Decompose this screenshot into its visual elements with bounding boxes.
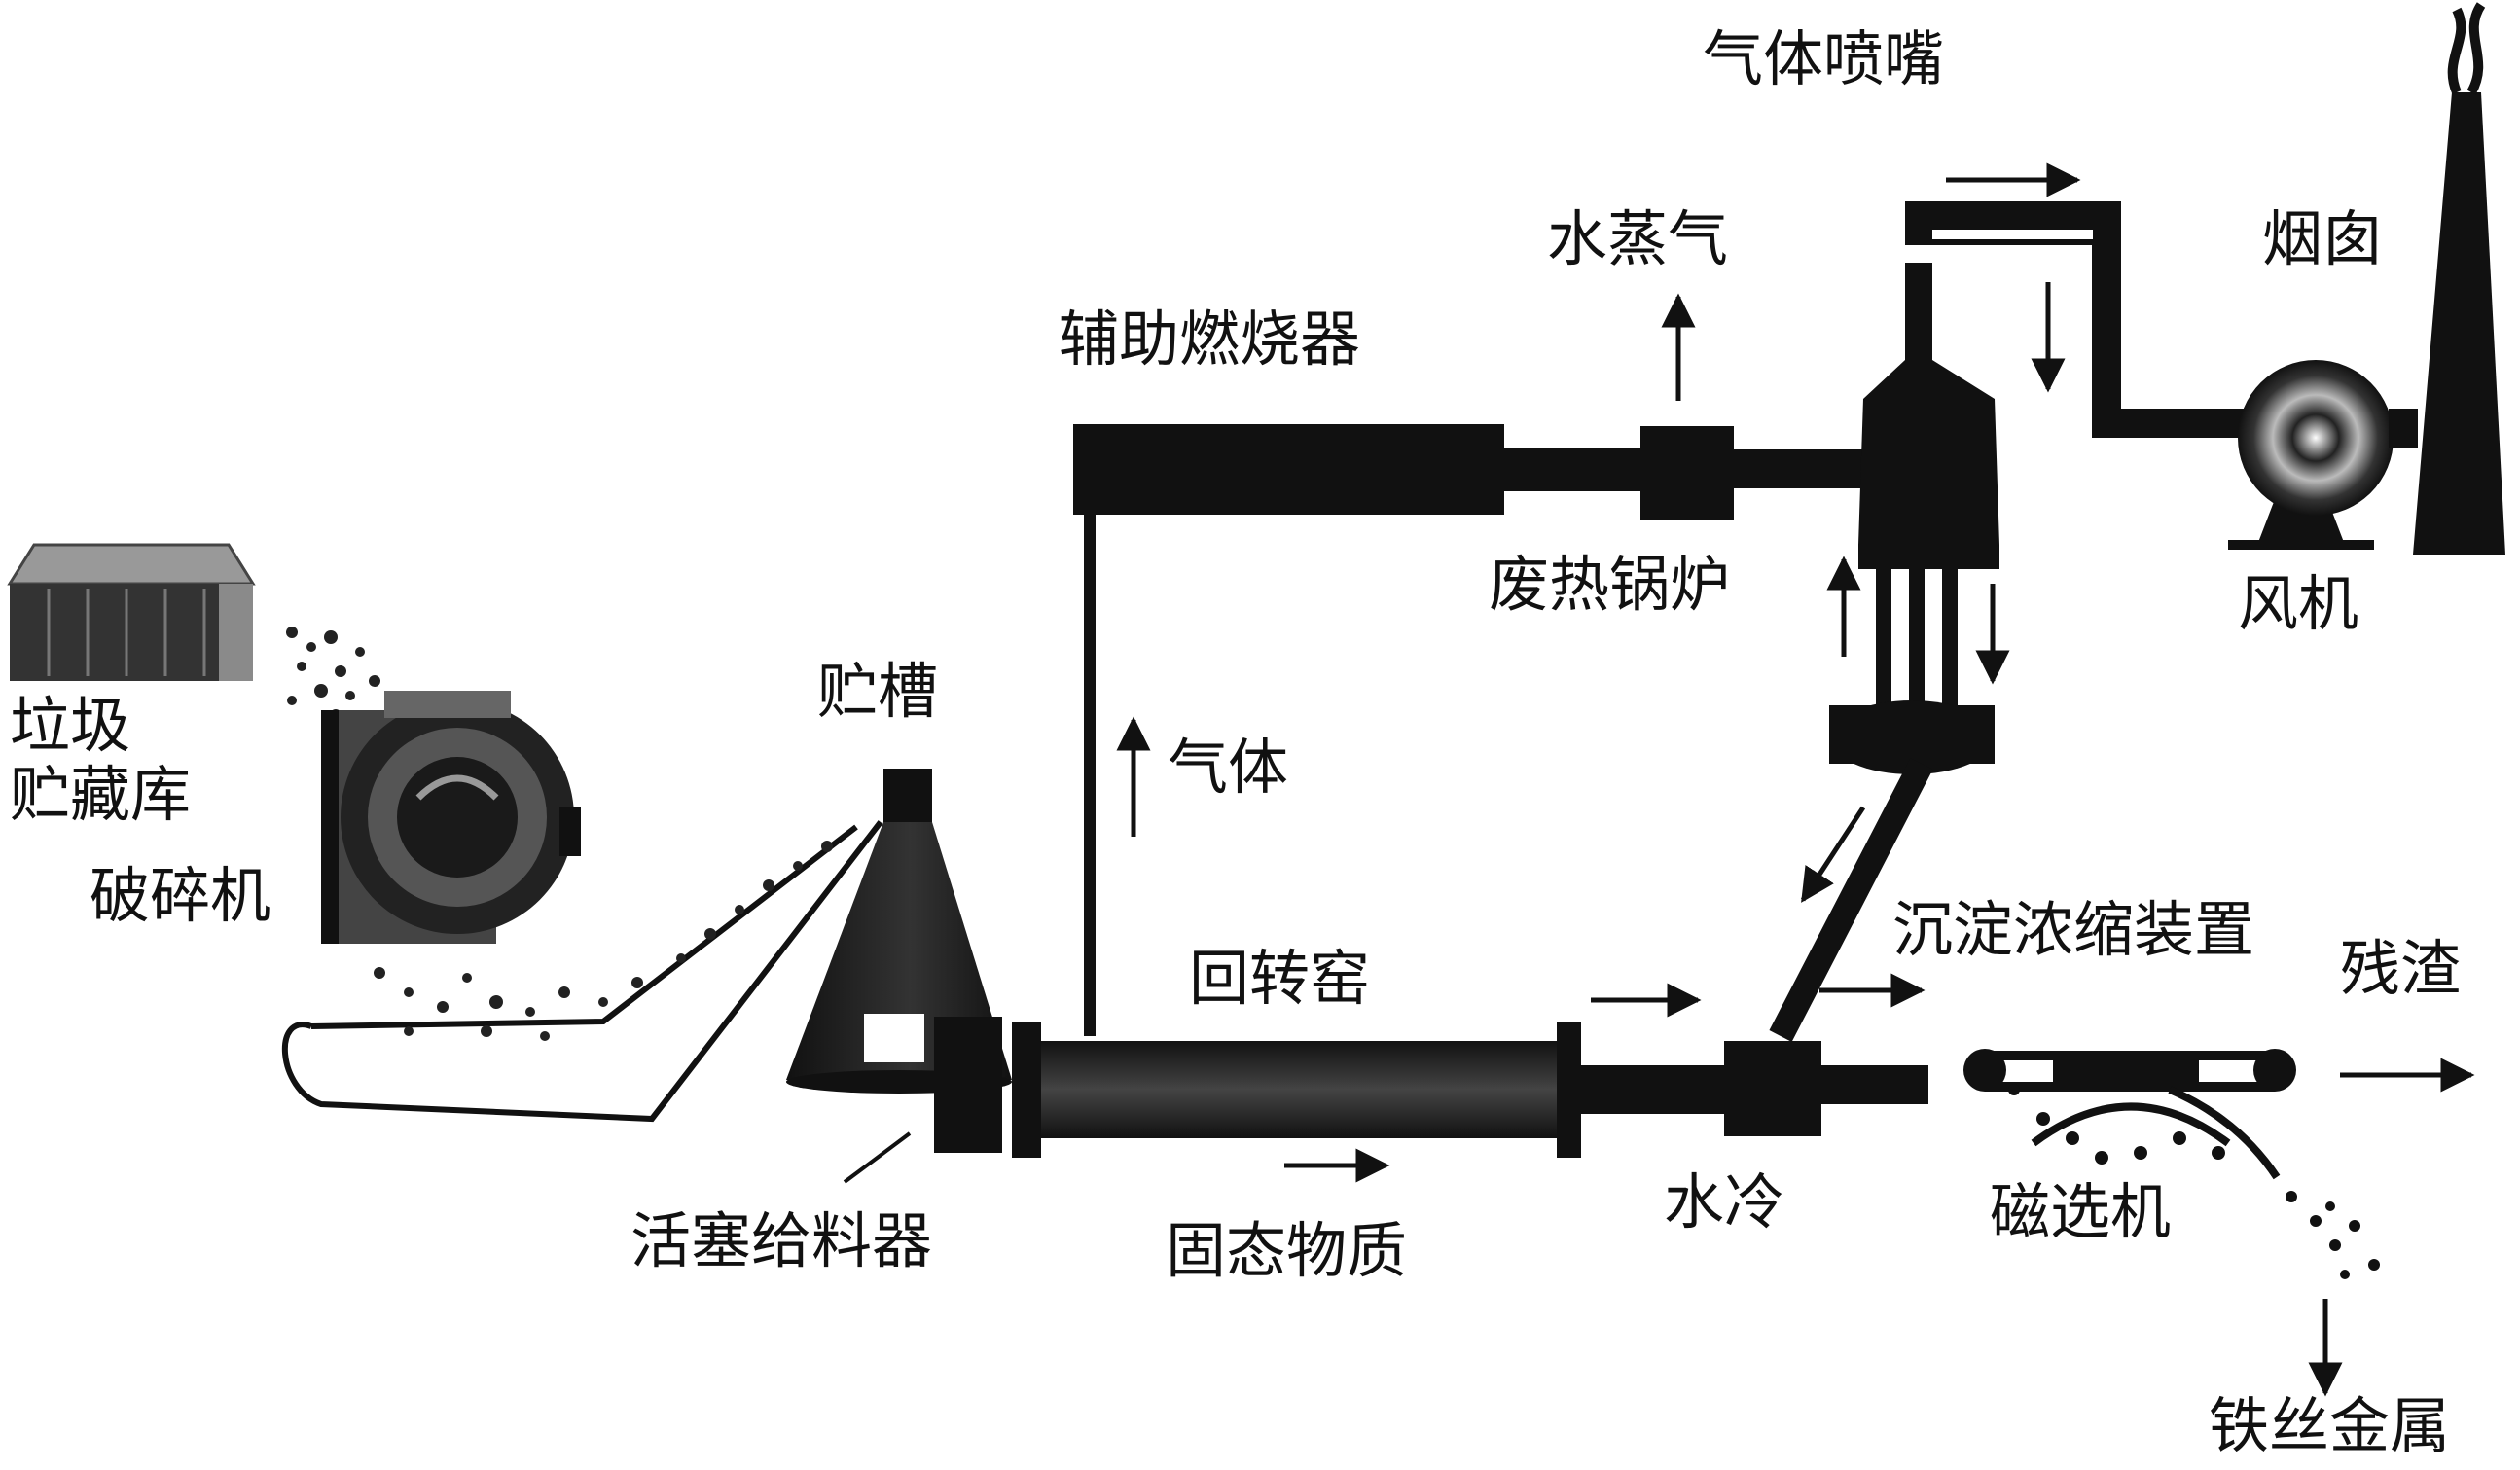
label-settling-thickener: 沉淀浓缩装置 xyxy=(1892,894,2255,965)
water-cooling-icon xyxy=(1724,1041,1928,1136)
gas-nozzle-tower-icon xyxy=(1829,216,2107,774)
crusher-icon xyxy=(321,691,581,944)
burner-pipe xyxy=(1504,448,1640,491)
conveyor-belt xyxy=(281,820,883,1123)
label-wire-metal: 铁丝金属 xyxy=(2209,1390,2451,1461)
label-fan: 风机 xyxy=(2238,568,2359,639)
label-garbage-storage-line2: 贮藏库 xyxy=(10,759,192,831)
label-auxiliary-burner: 辅助燃烧器 xyxy=(1059,304,1361,375)
label-magnetic-separator: 磁选机 xyxy=(1990,1176,2172,1247)
label-steam: 水蒸气 xyxy=(1547,203,1729,274)
diagonal-pipe xyxy=(1769,758,1933,1042)
diagonal-down-arrow xyxy=(1800,806,1866,903)
conveyor-particles xyxy=(374,841,833,1041)
label-water-cooling: 水冷 xyxy=(1664,1166,1785,1237)
auxiliary-burner-icon xyxy=(1073,424,1504,515)
debris-particles xyxy=(286,627,380,721)
label-garbage-storage: 垃圾 贮藏库 xyxy=(10,691,191,830)
label-residue: 残渣 xyxy=(2340,933,2462,1004)
label-garbage-storage-line1: 垃圾 xyxy=(10,690,131,761)
fan-icon xyxy=(2228,360,2418,550)
exhaust-pipe xyxy=(1905,201,2267,438)
garbage-storage-icon xyxy=(7,543,256,681)
waste-heat-boiler-icon xyxy=(1640,426,1734,520)
boiler-pipe xyxy=(1734,449,1862,488)
label-gas: 气体 xyxy=(1168,732,1289,803)
label-hopper: 贮槽 xyxy=(817,656,939,727)
label-chimney: 烟囱 xyxy=(2262,203,2384,274)
piston-feeder-leader xyxy=(843,1131,912,1184)
label-waste-heat-boiler: 废热锅炉 xyxy=(1489,549,1731,620)
label-crusher: 破碎机 xyxy=(90,860,271,931)
flow-arrows xyxy=(1116,162,2475,1397)
label-rotary-kiln: 回转窑 xyxy=(1189,943,1371,1014)
magnetic-separator-icon xyxy=(1963,1049,2380,1279)
chimney-icon xyxy=(2413,2,2505,555)
label-piston-feeder: 活塞给料器 xyxy=(630,1205,933,1276)
label-solids: 固态物质 xyxy=(1166,1215,1408,1286)
label-gas-nozzle: 气体喷嘴 xyxy=(1703,23,1945,94)
rotary-kiln-icon xyxy=(934,1017,1727,1158)
